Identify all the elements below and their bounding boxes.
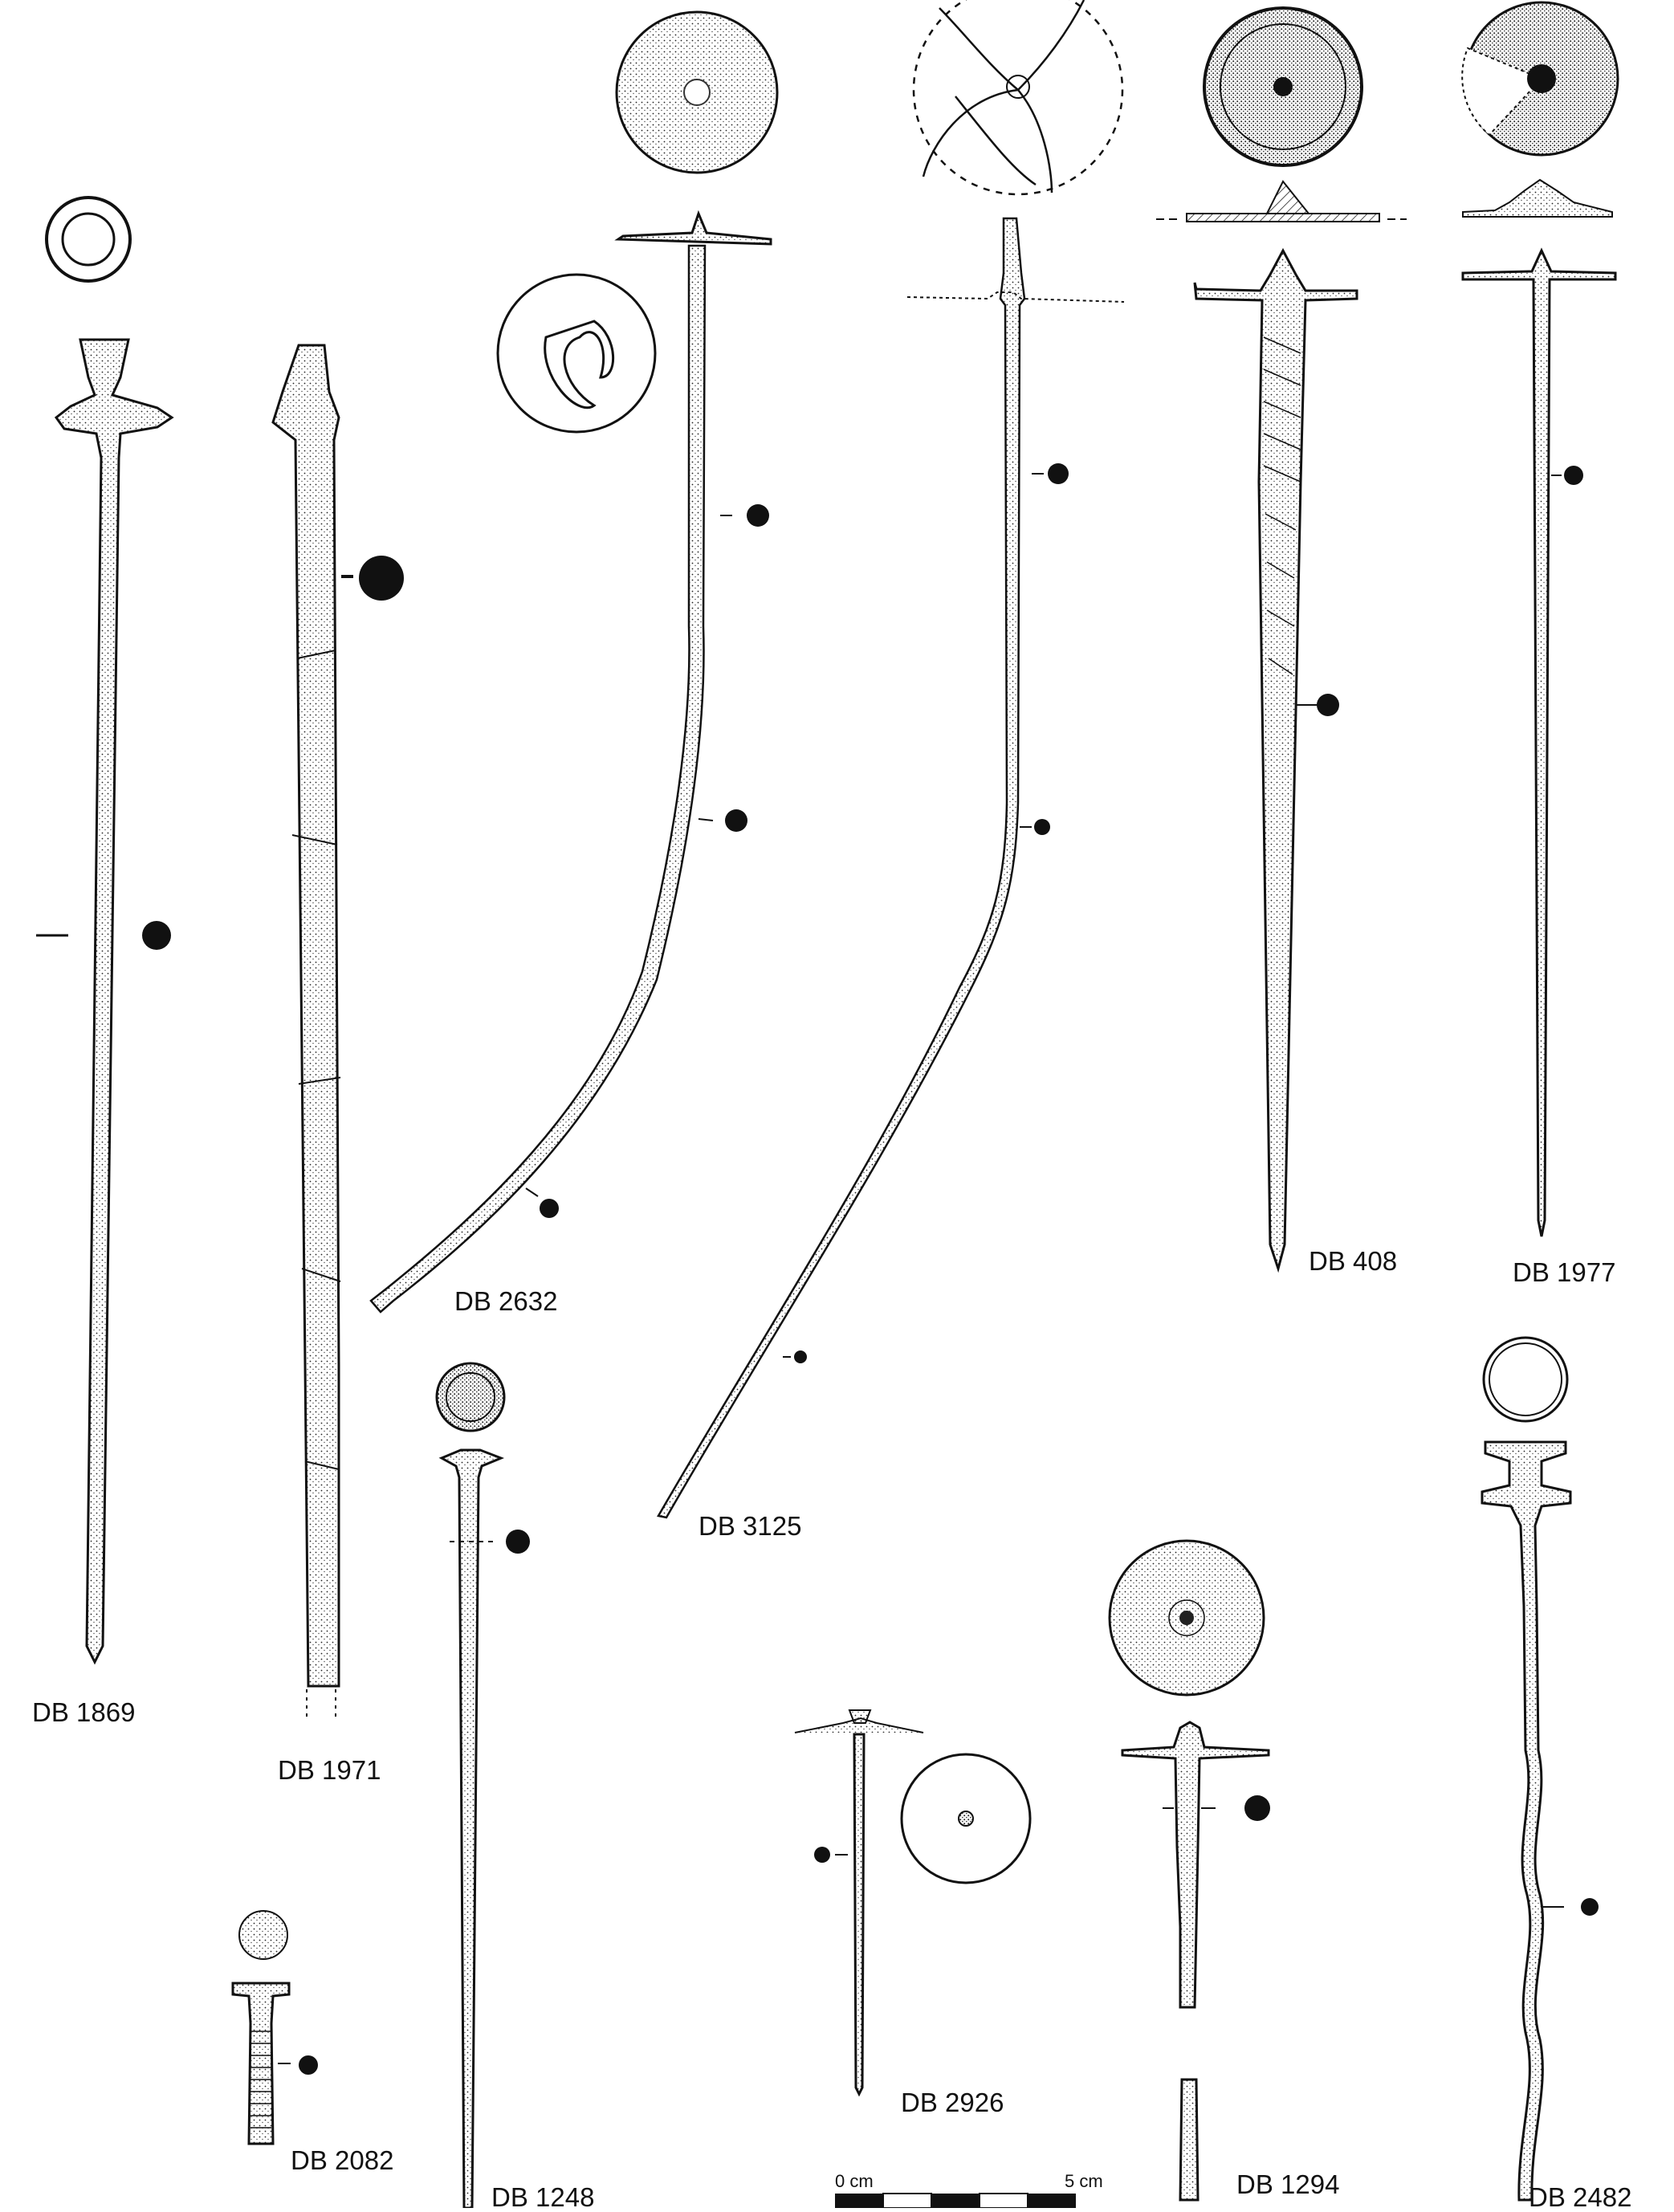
section-dot <box>747 504 769 527</box>
scale-end-label: 5 cm <box>1065 2171 1103 2191</box>
section-dot <box>1048 463 1069 484</box>
pin-db1248 <box>435 1362 530 2208</box>
pin-db408 <box>1156 6 1407 1273</box>
label-db1248: DB 1248 <box>491 2182 595 2212</box>
label-db408: DB 408 <box>1309 1246 1398 1276</box>
label-db1971: DB 1971 <box>278 1755 381 1785</box>
section-dot <box>814 1847 830 1863</box>
label-db2926: DB 2926 <box>901 2088 1004 2117</box>
head-top-view <box>45 196 132 283</box>
scale-bar <box>835 2193 1076 2208</box>
pin-db1294 <box>1108 1539 1270 2202</box>
section-dot <box>1581 1898 1599 1916</box>
section-dot <box>1244 1795 1270 1821</box>
section-dot <box>506 1530 530 1554</box>
head-top-view <box>912 0 1124 196</box>
head-top-view <box>238 1910 288 1960</box>
label-db1869: DB 1869 <box>32 1697 136 1727</box>
label-db2632: DB 2632 <box>454 1286 558 1316</box>
section-view <box>496 273 657 434</box>
head-top-view <box>1482 1336 1569 1423</box>
pin-db2482 <box>1481 1336 1599 2202</box>
label-db2082: DB 2082 <box>291 2145 394 2175</box>
head-top-view <box>900 1753 1032 1884</box>
pin-db1977 <box>1461 1 1619 1237</box>
pin-db1971 <box>271 344 404 1721</box>
pin-db1869 <box>36 196 174 1665</box>
section-dot <box>359 556 404 601</box>
pin-db2926 <box>794 1709 1032 2097</box>
label-db2482: DB 2482 <box>1529 2182 1632 2212</box>
section-dot <box>299 2055 318 2075</box>
label-db1977: DB 1977 <box>1513 1257 1616 1287</box>
section-dot <box>1564 466 1583 485</box>
label-db3125: DB 3125 <box>699 1511 802 1541</box>
section-dot <box>142 921 171 950</box>
pin-db2082 <box>231 1910 318 2145</box>
section-dot <box>1317 694 1339 716</box>
pin-db2632 <box>369 10 779 1314</box>
scale-start-label: 0 cm <box>835 2171 874 2191</box>
label-db1294: DB 1294 <box>1236 2169 1340 2199</box>
pin-db3125 <box>657 0 1125 1519</box>
